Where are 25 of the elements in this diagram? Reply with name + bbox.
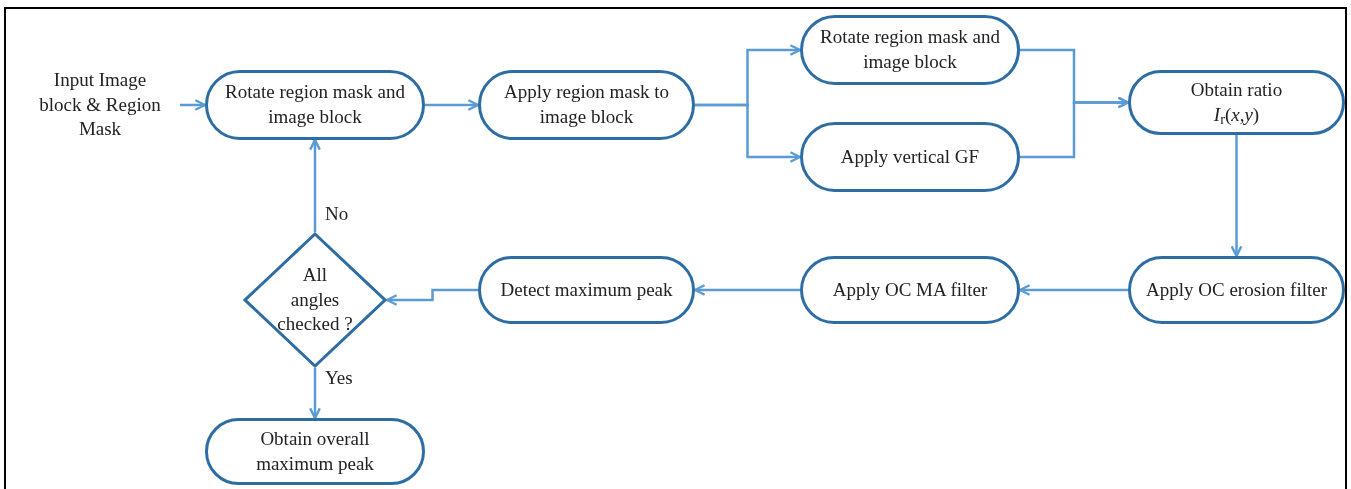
arrow <box>695 103 802 163</box>
arrow <box>385 288 478 306</box>
arrow <box>1018 284 1128 296</box>
node-text: All angles checked ? <box>277 262 353 337</box>
arrow <box>425 99 480 111</box>
arrow <box>309 368 321 420</box>
node-text: Apply region mask to image block <box>502 80 671 129</box>
arrow <box>693 284 800 296</box>
node-text: Apply OC MA filter <box>832 277 988 302</box>
arrow <box>309 138 321 232</box>
node-text: Obtain overall maximum peak <box>255 426 375 476</box>
node-text: Apply vertical GF <box>840 144 980 169</box>
arrow <box>1230 135 1243 258</box>
node-text: Apply OC erosion filter <box>1146 277 1327 302</box>
node-text: Rotate region mask and image block <box>224 80 406 129</box>
process-box <box>1128 256 1345 324</box>
node-text: Rotate region mask and image block <box>819 25 1001 74</box>
node-text: Input Image block & Region Mask <box>38 67 162 142</box>
arrow <box>180 99 207 111</box>
node-text: I$_{r}$(x,y) <box>1213 102 1260 128</box>
decision-diamond <box>243 232 387 368</box>
node-text: Obtain ratio <box>1190 77 1283 102</box>
node-text: Detect maximum peak <box>500 277 673 302</box>
arrow <box>1020 96 1130 159</box>
process-box <box>1128 70 1345 135</box>
